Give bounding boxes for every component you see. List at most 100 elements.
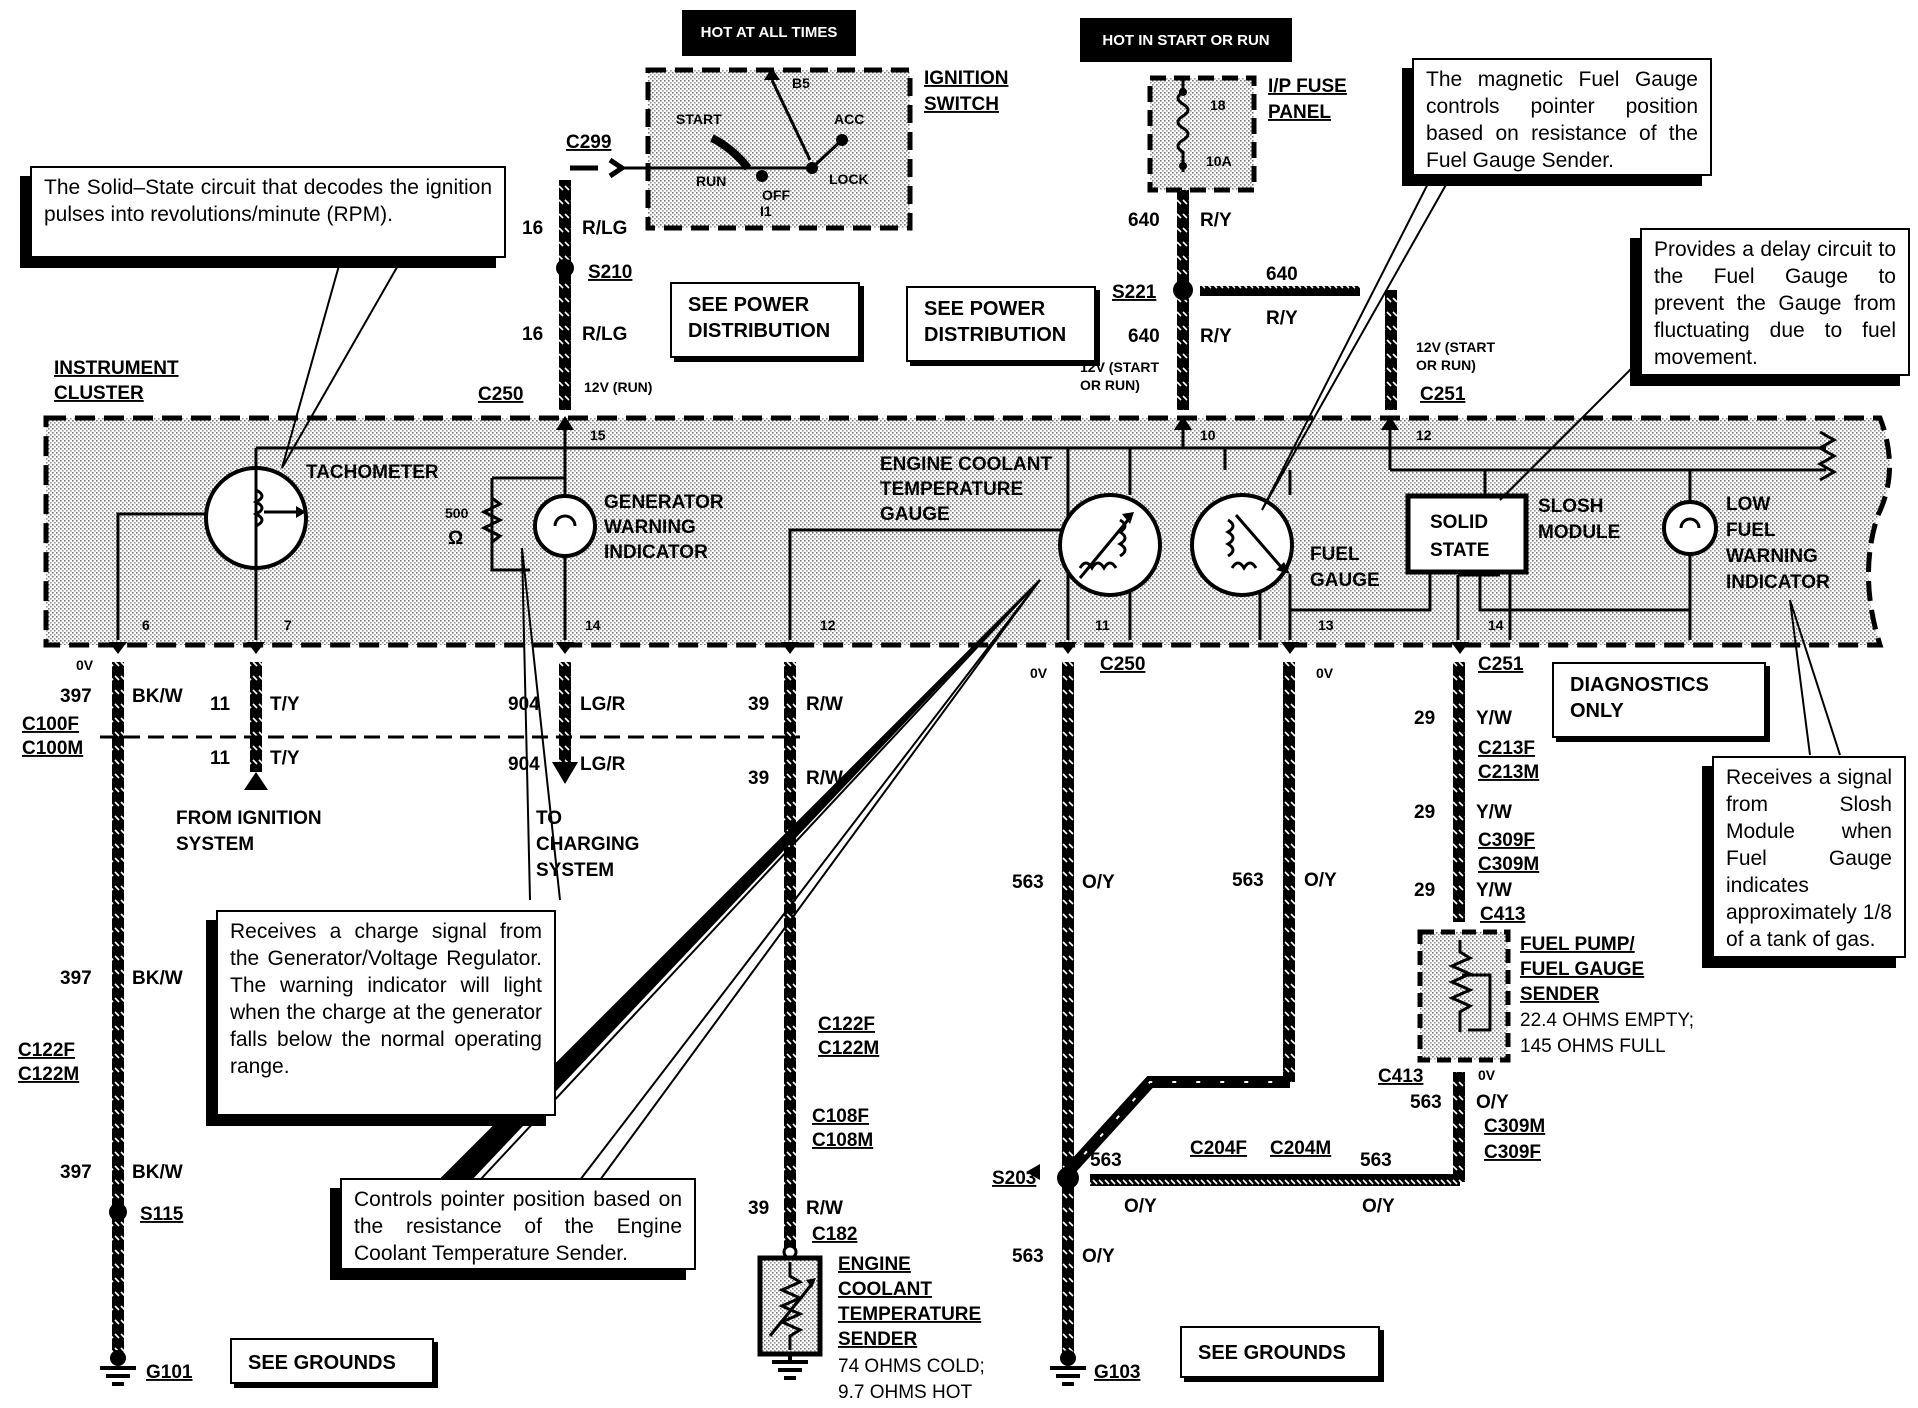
ground-g103 [1050, 1366, 1086, 1386]
svg-text:S115: S115 [140, 1204, 184, 1225]
callout-low-fuel-indicator: Receives a signal from Slosh Module when… [1712, 756, 1906, 958]
callout-fuel-gauge: The magnetic Fuel Gauge controls pointer… [1412, 58, 1712, 176]
svg-text:C100F: C100F [22, 714, 79, 735]
fuse-panel-title-1: I/P FUSE [1268, 76, 1347, 97]
ignition-switch-title-1: IGNITION [924, 68, 1008, 89]
svg-text:C413: C413 [1378, 1066, 1423, 1087]
ignition-switch-title-2: SWITCH [924, 94, 999, 115]
svg-text:O/Y: O/Y [1124, 1196, 1157, 1217]
svg-text:29: 29 [1414, 880, 1435, 901]
gen-label-3: INDICATOR [604, 542, 708, 563]
svg-text:R/W: R/W [806, 768, 843, 789]
fuel-sender-box [1417, 929, 1511, 1063]
svg-text:R/LG: R/LG [582, 324, 627, 345]
svg-text:397: 397 [60, 1162, 92, 1183]
ect-callout-shadow [440, 580, 1040, 1182]
svg-text:640: 640 [1128, 326, 1160, 347]
fuse-number: 18 [1210, 97, 1226, 113]
svg-text:C100M: C100M [22, 738, 83, 759]
callout-ect-gauge: Controls pointer position based on the r… [340, 1178, 696, 1270]
ground-ect-sender [772, 1360, 808, 1380]
ign-acc: ACC [834, 111, 864, 127]
svg-text:C213M: C213M [1478, 762, 1539, 783]
svg-text:O/Y: O/Y [1476, 1092, 1509, 1113]
ign-i1: I1 [760, 203, 772, 219]
diagnostics-only-box: DIAGNOSTICS ONLY [1552, 662, 1766, 738]
ign-b5: B5 [792, 75, 810, 91]
pin-14-a: 14 [585, 617, 601, 633]
svg-text:C309F: C309F [1484, 1142, 1541, 1163]
bottom-arrows [109, 642, 1469, 1180]
tachometer-label: TACHOMETER [306, 462, 439, 483]
svg-text:29: 29 [1414, 802, 1435, 823]
ect-gauge [1058, 493, 1162, 597]
svg-text:T/Y: T/Y [270, 694, 300, 715]
svg-text:S221: S221 [1112, 282, 1157, 303]
svg-text:R/W: R/W [806, 1198, 843, 1219]
svg-text:C122F: C122F [818, 1014, 875, 1035]
svg-text:O/Y: O/Y [1082, 872, 1115, 893]
svg-text:563: 563 [1012, 872, 1044, 893]
ect-gauge-label-3: GAUGE [880, 504, 950, 525]
solid-state-box [1405, 493, 1529, 575]
svg-text:39: 39 [748, 694, 769, 715]
svg-text:O/Y: O/Y [1304, 870, 1337, 891]
svg-text:39: 39 [748, 768, 769, 789]
svg-text:12V (START: 12V (START [1080, 359, 1160, 375]
wires [112, 180, 1465, 1362]
cluster-title-1: INSTRUMENT [54, 358, 179, 379]
see-grounds-1[interactable]: SEE GROUNDS [230, 1338, 434, 1384]
fuel-sender-resistor [1448, 940, 1474, 1032]
svg-text:SYSTEM: SYSTEM [176, 834, 254, 855]
svg-text:C309M: C309M [1484, 1116, 1545, 1137]
pin-10: 10 [1200, 427, 1216, 443]
ground-g101 [100, 1366, 136, 1386]
svg-text:C251: C251 [1478, 654, 1524, 675]
see-power-distribution-1[interactable]: SEE POWER DISTRIBUTION [670, 282, 860, 358]
ect-gauge-label-1: ENGINE COOLANT [880, 454, 1052, 475]
svg-text:16: 16 [522, 324, 543, 345]
svg-text:R/Y: R/Y [1200, 326, 1232, 347]
fuel-gauge-label-1: FUEL [1310, 544, 1360, 565]
svg-text:BK/W: BK/W [132, 968, 183, 989]
svg-text:39: 39 [748, 1198, 769, 1219]
svg-text:0V: 0V [1316, 665, 1334, 681]
pin-6: 6 [142, 617, 150, 633]
svg-text:C122M: C122M [818, 1038, 879, 1059]
svg-text:OR RUN): OR RUN) [1416, 357, 1476, 373]
ign-start: START [676, 111, 722, 127]
pin-14-b: 14 [1488, 617, 1504, 633]
svg-text:C309F: C309F [1478, 830, 1535, 851]
svg-text:TO: TO [536, 808, 562, 829]
see-power-distribution-2[interactable]: SEE POWER DISTRIBUTION [906, 286, 1096, 362]
svg-text:904: 904 [508, 754, 540, 775]
resistor-value: 500 [445, 505, 469, 521]
svg-text:12V (RUN): 12V (RUN) [584, 379, 652, 395]
svg-text:C204M: C204M [1270, 1138, 1331, 1159]
solid-state-label-2: STATE [1430, 540, 1489, 561]
low-fuel-label-4: INDICATOR [1726, 572, 1830, 593]
svg-text:C413: C413 [1480, 904, 1525, 925]
svg-text:CHARGING: CHARGING [536, 834, 639, 855]
pin-7: 7 [284, 617, 292, 633]
fuel-sender-title-2: FUEL GAUGE [1520, 959, 1644, 980]
c299-connector [570, 157, 627, 179]
fuel-gauge-label-2: GAUGE [1310, 570, 1380, 591]
svg-text:640: 640 [1128, 210, 1160, 231]
svg-text:O/Y: O/Y [1082, 1246, 1115, 1267]
gen-label-1: GENERATOR [604, 492, 724, 513]
low-fuel-label-1: LOW [1726, 494, 1770, 515]
fuel-sender-spec-1: 22.4 OHMS EMPTY; [1520, 1010, 1694, 1031]
svg-text:563: 563 [1410, 1092, 1442, 1113]
svg-text:G101: G101 [146, 1362, 193, 1383]
svg-text:LG/R: LG/R [580, 754, 626, 775]
svg-text:904: 904 [508, 694, 540, 715]
ignition-switch-contacts [660, 72, 844, 171]
callout-generator-indicator: Receives a charge signal from the Genera… [216, 910, 556, 1116]
svg-text:11: 11 [210, 694, 231, 715]
ect-sender-title-2: COOLANT [838, 1279, 932, 1300]
see-grounds-2[interactable]: SEE GROUNDS [1180, 1326, 1380, 1378]
svg-text:R/Y: R/Y [1200, 210, 1232, 231]
hot-in-start-or-run-label: HOT IN START OR RUN [1080, 18, 1292, 62]
fuse-element [1176, 78, 1190, 172]
